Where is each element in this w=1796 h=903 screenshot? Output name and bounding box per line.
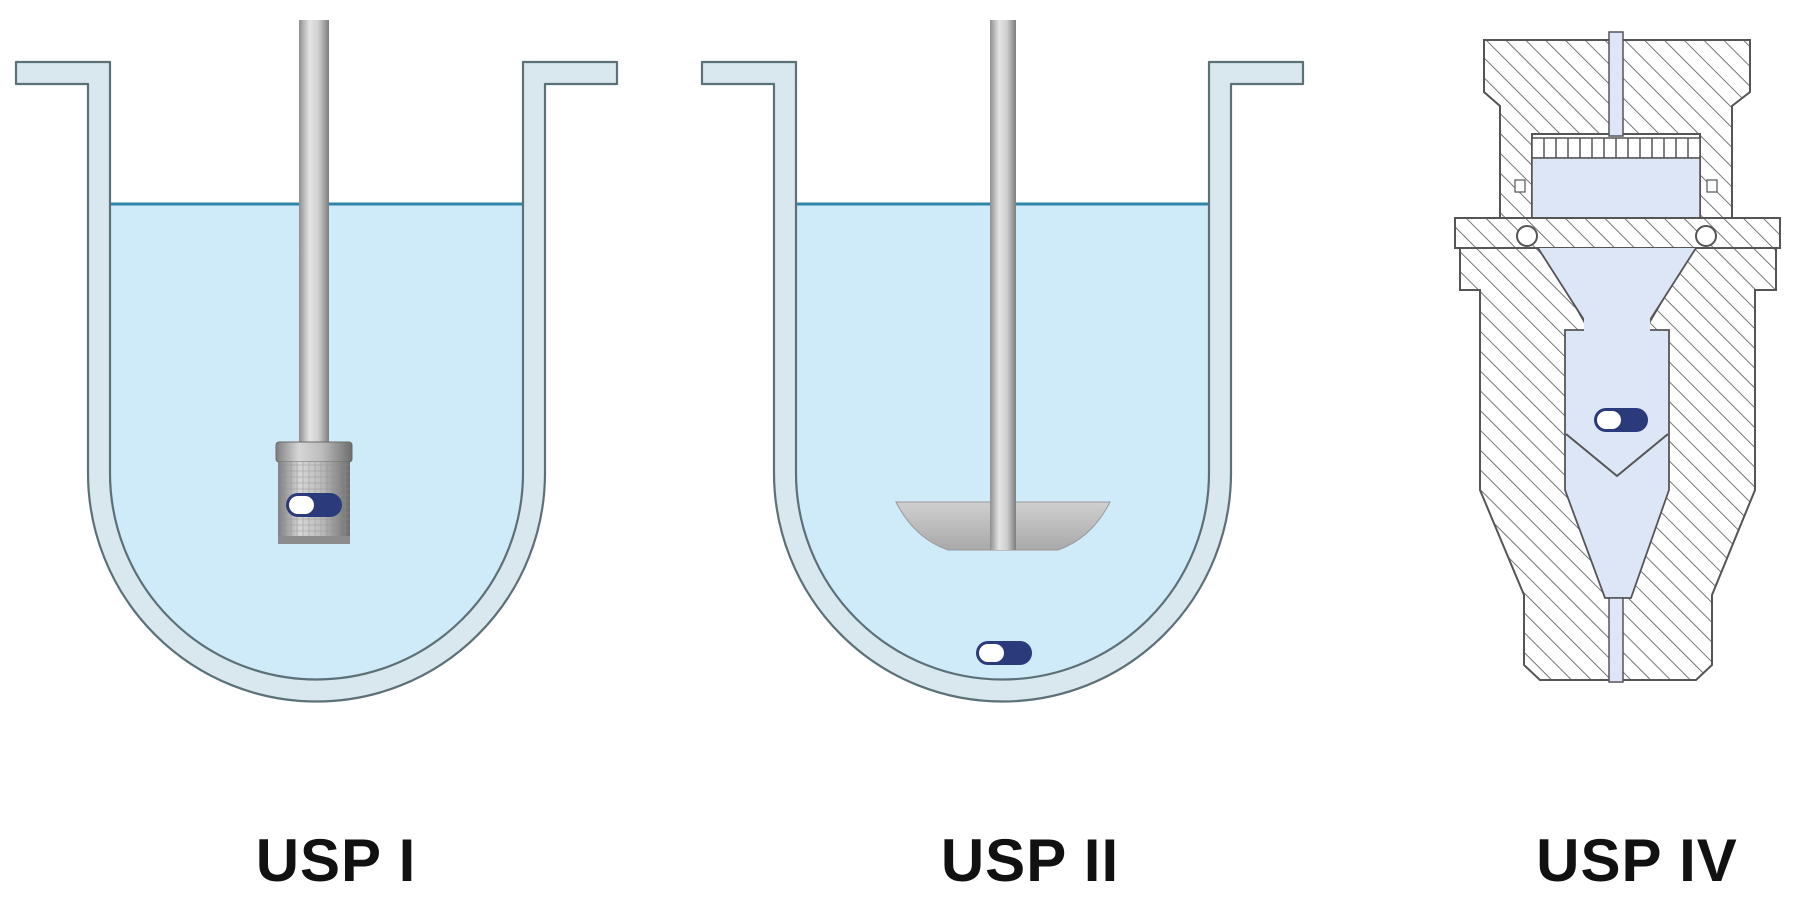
usp1-vessel [14,60,619,703]
usp4-flange [1454,217,1781,249]
usp1-capsule-icon [286,493,342,517]
usp4-apparatus [1454,31,1781,683]
usp1-shaft [299,20,329,442]
usp2-shaft [990,20,1016,550]
usp4-cone [1565,433,1669,478]
usp4-label: USP IV [1536,827,1738,894]
usp4-outlet [1608,597,1624,683]
usp2-capsule-icon [976,641,1032,665]
usp1-apparatus [14,20,619,703]
usp2-apparatus [700,20,1305,703]
usp4-capsule-icon [1594,408,1648,432]
usp2-label: USP II [940,827,1120,894]
usp2-vessel [700,60,1305,703]
usp1-label: USP I [255,827,417,894]
usp4-filter [1531,137,1701,159]
